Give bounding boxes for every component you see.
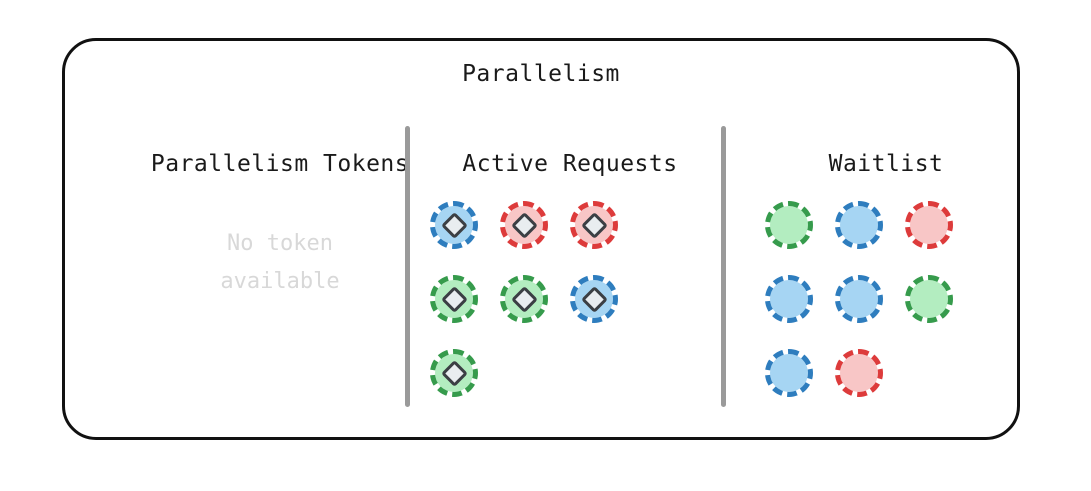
token-red[interactable]	[835, 349, 883, 397]
token-dashed-ring	[500, 275, 548, 323]
token-blue[interactable]	[765, 275, 813, 323]
token-grid-waitlist	[741, 201, 1055, 423]
token-green[interactable]	[905, 275, 953, 323]
token-blue[interactable]	[570, 275, 618, 323]
token-dashed-ring	[500, 201, 548, 249]
token-grid-active-requests	[425, 201, 720, 423]
token-dashed-ring	[835, 201, 883, 249]
token-green[interactable]	[430, 349, 478, 397]
token-blue[interactable]	[835, 201, 883, 249]
token-blue[interactable]	[835, 275, 883, 323]
token-green[interactable]	[430, 275, 478, 323]
token-dashed-ring	[835, 275, 883, 323]
column-heading-parallelism-tokens: Parallelism Tokens	[150, 151, 410, 177]
token-dashed-ring	[430, 349, 478, 397]
column-divider-2	[721, 126, 726, 407]
token-blue[interactable]	[765, 349, 813, 397]
token-dashed-ring	[835, 349, 883, 397]
token-dashed-ring	[905, 275, 953, 323]
page-title: Parallelism	[462, 61, 620, 87]
token-dashed-ring	[570, 201, 618, 249]
token-dashed-ring	[765, 201, 813, 249]
column-heading-active-requests: Active Requests	[462, 151, 678, 177]
token-dashed-ring	[430, 275, 478, 323]
token-green[interactable]	[765, 201, 813, 249]
token-dashed-ring	[570, 275, 618, 323]
column-divider-1	[405, 126, 410, 407]
token-blue[interactable]	[430, 201, 478, 249]
token-green[interactable]	[500, 275, 548, 323]
empty-state-message: No token available	[220, 231, 340, 294]
token-red[interactable]	[905, 201, 953, 249]
column-heading-waitlist: Waitlist	[828, 151, 944, 177]
column-waitlist: Waitlist	[741, 151, 1031, 431]
token-dashed-ring	[905, 201, 953, 249]
token-red[interactable]	[500, 201, 548, 249]
token-dashed-ring	[765, 275, 813, 323]
parallelism-panel: Parallelism Parallelism Tokens No token …	[62, 38, 1020, 440]
token-dashed-ring	[765, 349, 813, 397]
column-active-requests: Active Requests	[425, 151, 715, 431]
column-parallelism-tokens: Parallelism Tokens No token available	[115, 151, 445, 431]
token-red[interactable]	[570, 201, 618, 249]
token-dashed-ring	[430, 201, 478, 249]
